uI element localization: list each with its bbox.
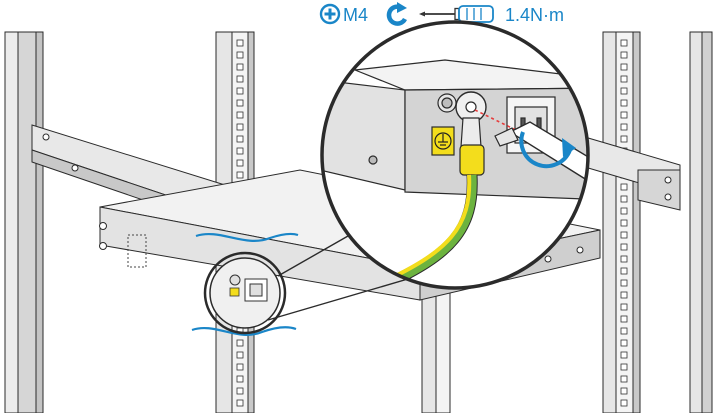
alignment-guide — [474, 109, 521, 133]
detail-chassis-side — [322, 79, 406, 191]
rack-post-far-right — [689, 31, 713, 413]
ground-screw-hole — [437, 93, 457, 113]
detail-chassis-top — [354, 59, 588, 91]
ground-symbol-icon — [434, 132, 452, 150]
tighten-arrow-icon — [519, 131, 572, 169]
rack-post-right — [602, 31, 641, 413]
side-vent — [127, 234, 147, 268]
torque-label: 1.4N·m — [505, 5, 564, 25]
ground-cable — [382, 174, 478, 288]
motion-waves — [191, 232, 299, 336]
screw-size-label: M4 — [343, 5, 368, 25]
tighten-arrow-head — [562, 138, 576, 157]
motion-wave-bottom — [191, 326, 297, 336]
magnified-detail — [320, 20, 590, 290]
screwdriver-icon — [419, 5, 494, 23]
zoom-leaders — [267, 231, 419, 321]
rack-post-left — [4, 31, 44, 413]
detail-screwdriver — [494, 121, 588, 183]
motion-wave-top — [195, 232, 299, 242]
clockwise-rotate-icon — [386, 2, 407, 26]
terminal-sleeve — [459, 144, 485, 176]
phillips-screw-head-icon — [319, 3, 341, 25]
ground-terminal-small — [229, 274, 268, 302]
ground-point-callout — [203, 251, 287, 335]
